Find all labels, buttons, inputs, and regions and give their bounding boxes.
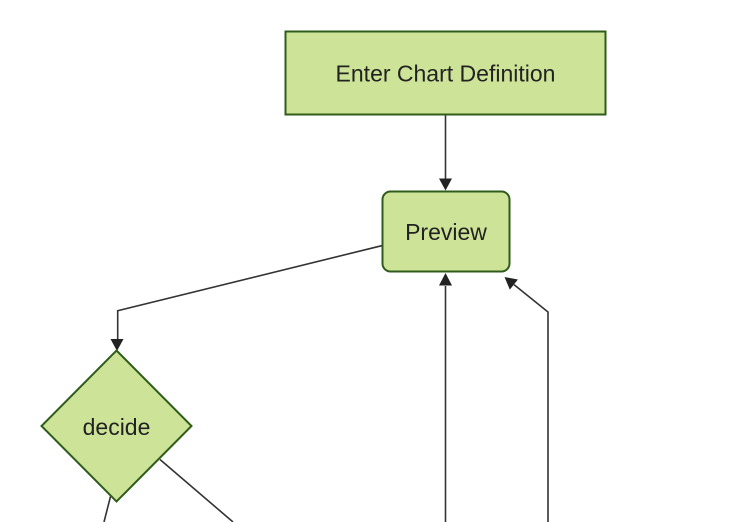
node-enter-chart-definition-shape [284, 30, 607, 116]
edge-preview-to-decide-line [116, 244, 383, 340]
node-decide-label: decide [83, 414, 151, 440]
edge-from-bottom-to-preview [439, 273, 452, 522]
edge-from-bottom-right-to-preview-line [513, 283, 549, 522]
node-preview-label: Preview [405, 219, 487, 245]
edge-decide-to-bottom-right [159, 458, 234, 522]
node-enter-chart-definition: Enter Chart Definition [284, 30, 607, 116]
arrowhead-preview-to-decide [110, 339, 124, 351]
arrowhead-bottom-right-to-preview [504, 277, 518, 290]
node-decide-shape [40, 349, 193, 503]
edge-from-bottom-right-to-preview [504, 277, 549, 522]
node-preview: Preview [381, 190, 511, 273]
edge-preview-to-decide [110, 244, 383, 351]
edge-decide-to-bottom-right-line [159, 458, 234, 522]
edge-decide-to-bottom-left [103, 496, 112, 522]
node-decide: decide [40, 349, 193, 503]
arrowhead-bottom-to-preview [439, 273, 452, 286]
arrowhead-enter-to-preview [439, 178, 452, 191]
edge-enter-to-preview [439, 115, 452, 191]
node-preview-shape [381, 190, 511, 273]
edge-decide-to-bottom-left-line [103, 496, 112, 522]
node-enter-chart-definition-label: Enter Chart Definition [336, 61, 556, 87]
